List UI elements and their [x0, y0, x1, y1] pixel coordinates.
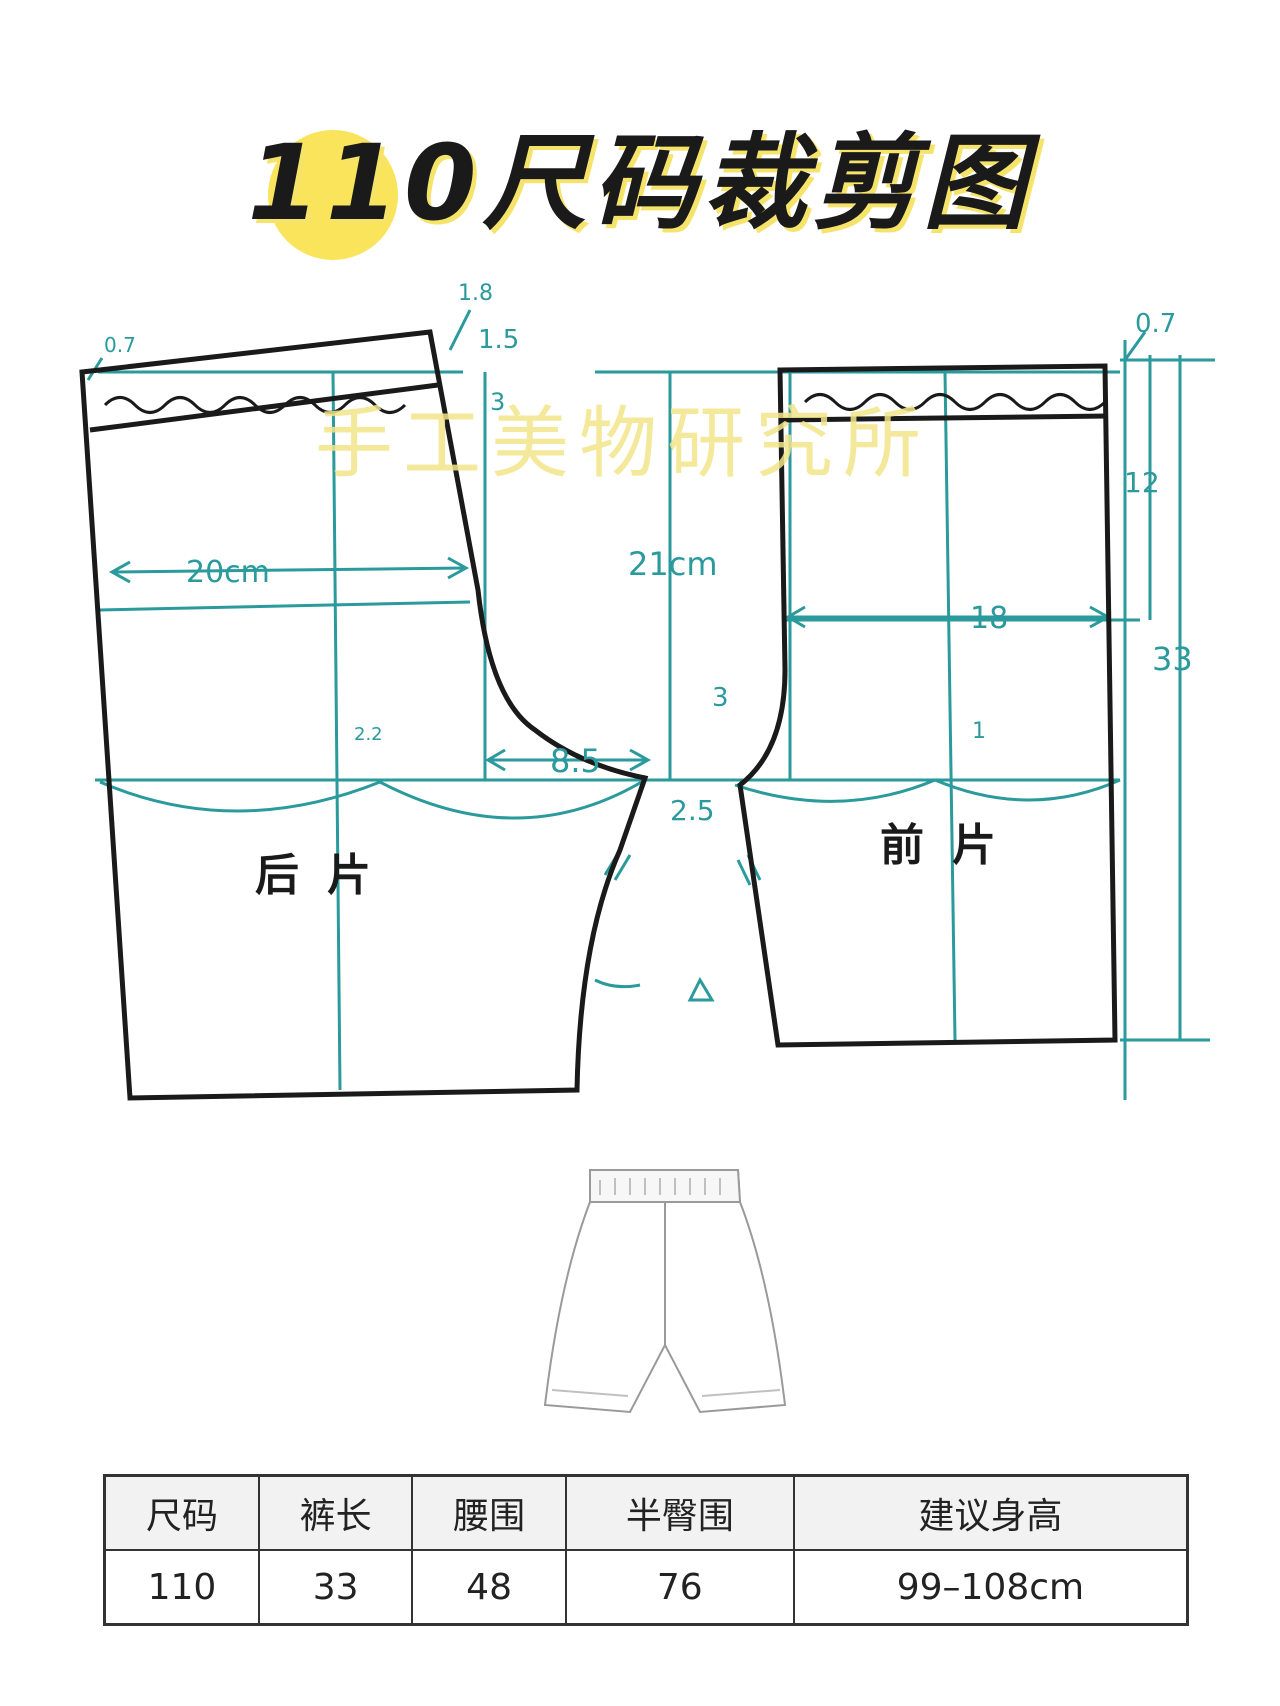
- piece-outlines: [79, 329, 1118, 1101]
- dim-front-crotch-curve: 3: [712, 683, 729, 713]
- cell-length: 33: [257, 1549, 414, 1626]
- dim-back-top-right-a: 1.8: [458, 281, 493, 306]
- table-row: 110 33 48 76 99–108cm: [103, 1549, 1189, 1626]
- dim-front-top-right: 0.7: [1135, 309, 1176, 339]
- dim-back-waist-band: 3: [490, 388, 505, 416]
- dim-total-length: 33: [1152, 640, 1193, 678]
- dim-back-top-right-b: 1.5: [478, 325, 519, 355]
- dim-crotch-extension: 8.5: [550, 742, 601, 780]
- cell-waist: 48: [411, 1549, 567, 1626]
- back-piece-label: 后片: [255, 850, 399, 901]
- title-area: [0, 60, 1280, 260]
- shorts-sketch: [543, 1169, 787, 1414]
- shorts-outline: [543, 1169, 787, 1414]
- pattern-diagram: 0.7 1.8 1.5 3 20cm 2.2 8.5 2.5 21cm 0.7 …: [79, 281, 1215, 1101]
- header-height: 建议身高: [792, 1474, 1189, 1551]
- dim-front-waist-height: 12: [1124, 466, 1160, 499]
- dim-back-curve-depth: 2.2: [354, 724, 383, 745]
- header-size: 尺码: [103, 1474, 260, 1551]
- dim-back-top-left: 0.7: [104, 333, 136, 357]
- table-header-row: 尺码 裤长 腰围 半臀围 建议身高: [103, 1474, 1189, 1551]
- header-length: 裤长: [257, 1474, 414, 1551]
- dim-front-curve-depth: 1: [972, 719, 986, 744]
- cell-hip: 76: [564, 1549, 795, 1626]
- page-title: 110尺码裁剪图: [247, 122, 1033, 244]
- elastic-waves: [103, 393, 1107, 414]
- front-piece-label: 前片: [880, 820, 1024, 871]
- guide-lines: [86, 309, 1215, 1100]
- dim-front-width: 18: [970, 601, 1008, 636]
- dim-crotch-drop: 2.5: [670, 794, 715, 827]
- cell-size: 110: [103, 1549, 260, 1626]
- size-table: 尺码 裤长 腰围 半臀围 建议身高 110 33 48 76 99–108cm: [103, 1474, 1189, 1626]
- header-hip: 半臀围: [564, 1474, 795, 1551]
- dim-back-width: 20cm: [186, 555, 270, 590]
- cell-height: 99–108cm: [792, 1549, 1189, 1626]
- watermark: 手工美物研究所: [315, 399, 931, 489]
- title-highlight-dot: [268, 130, 398, 260]
- dim-rise-height: 21cm: [628, 545, 717, 583]
- header-waist: 腰围: [411, 1474, 567, 1551]
